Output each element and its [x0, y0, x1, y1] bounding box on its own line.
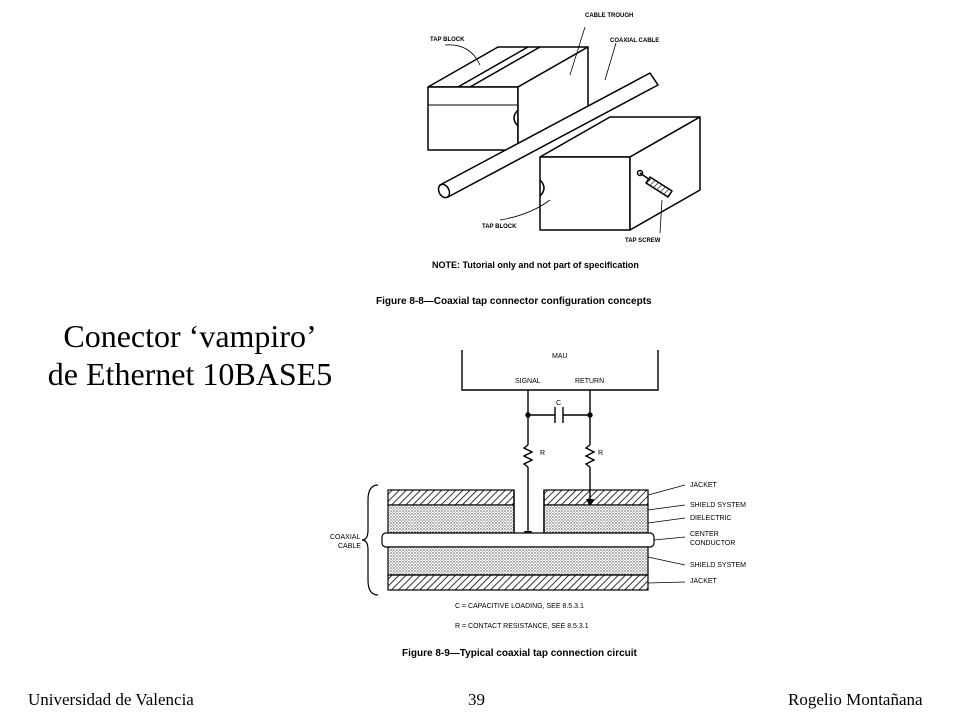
- label-tap-screw: TAP SCREW: [625, 238, 661, 244]
- slide-title: Conector ‘vampiro’ de Ethernet 10BASE5: [20, 317, 360, 393]
- label-capacitor: C: [556, 400, 562, 407]
- figure-bottom-note-c: C = CAPACITIVE LOADING, SEE 8.5.3.1: [455, 603, 584, 610]
- label-coaxial-cable: COAXIAL CABLE: [330, 534, 361, 550]
- label-resistor-left: R: [540, 450, 546, 457]
- label-jacket-top: JACKET: [690, 482, 717, 489]
- lower-tap-block: [539, 116, 701, 231]
- label-resistor-right: R: [598, 450, 604, 457]
- label-shield-bottom: SHIELD SYSTEM: [690, 562, 747, 569]
- tap-screw: [639, 172, 673, 198]
- tap-connector-drawing: [427, 26, 701, 234]
- coaxial-cable: [437, 72, 659, 199]
- label-shield-top: SHIELD SYSTEM: [690, 502, 747, 509]
- label-return: RETURN: [575, 378, 605, 385]
- figure-bottom-caption: Figure 8-9—Typical coaxial tap connectio…: [402, 648, 637, 659]
- label-cable-trough: CABLE TROUGH: [585, 13, 634, 19]
- label-dielectric: DIELECTRIC: [690, 515, 732, 522]
- mau-box: [461, 350, 659, 391]
- footer-left: Universidad de Valencia: [28, 690, 194, 709]
- title-line-2: de Ethernet 10BASE5: [47, 356, 333, 392]
- figure-top-note: NOTE: Tutorial only and not part of spec…: [432, 260, 639, 270]
- label-signal: SIGNAL: [515, 378, 541, 385]
- title-line-1: Conector ‘vampiro’: [63, 318, 317, 354]
- footer-right: Rogelio Montañana: [788, 690, 923, 709]
- label-tap-block-top: TAP BLOCK: [430, 37, 465, 43]
- label-coaxial-cable: COAXIAL CABLE: [610, 38, 660, 44]
- label-mau: MAU: [552, 353, 568, 360]
- label-center-conductor: CENTER CONDUCTOR: [690, 531, 736, 547]
- label-jacket-bottom: JACKET: [690, 578, 717, 585]
- tap-circuit-diagram: [361, 350, 686, 596]
- figure-top-caption: Figure 8-8—Coaxial tap connector configu…: [376, 296, 652, 307]
- label-tap-block-bottom: TAP BLOCK: [482, 224, 517, 230]
- figure-bottom-note-r: R = CONTACT RESISTANCE, SEE 8.5.3.1: [455, 623, 589, 630]
- footer-page-number: 39: [468, 690, 485, 709]
